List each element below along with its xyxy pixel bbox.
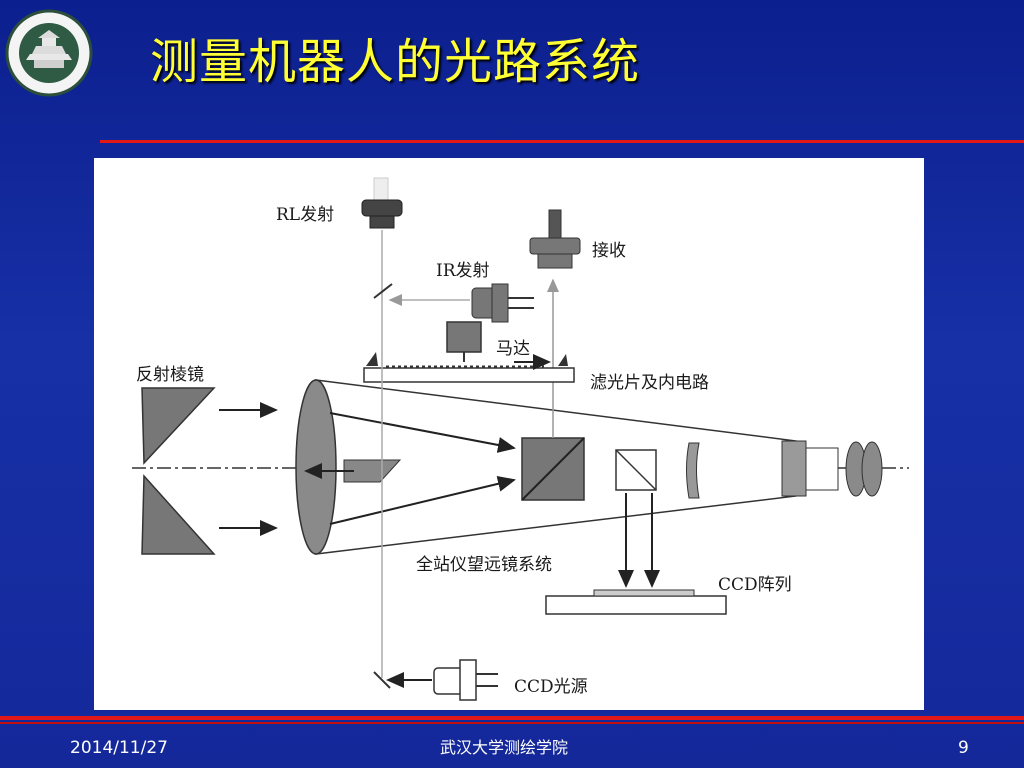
label-motor: 马达 (496, 339, 530, 359)
university-logo (4, 8, 94, 98)
label-ir-emit: IR发射 (436, 261, 490, 281)
label-ccd-array: CCD阵列 (718, 575, 792, 595)
ccd-array (545, 595, 727, 615)
ccd-prism (615, 449, 657, 491)
receiver (529, 209, 581, 269)
label-receive: 接收 (592, 241, 626, 261)
label-ccd-source: CCD光源 (514, 677, 588, 697)
label-filter-circuit: 滤光片及内电路 (590, 373, 709, 393)
ccd-light-source (433, 659, 498, 701)
footer-divider (0, 716, 1024, 720)
ir-emitter (471, 283, 534, 323)
page-number: 9 (958, 738, 969, 758)
beam-splitter (521, 437, 585, 501)
label-reflect-prism: 反射棱镜 (136, 365, 204, 385)
label-telescope: 全站仪望远镜系统 (416, 555, 552, 575)
footer-divider-thin (0, 722, 1024, 724)
reflector-prism (141, 387, 216, 555)
slide-title: 测量机器人的光路系统 (150, 34, 641, 90)
label-rl-emit: RL发射 (276, 205, 335, 225)
footer-date: 2014/11/27 (70, 738, 168, 758)
title-divider (100, 140, 1024, 143)
footer-organization: 武汉大学测绘学院 (440, 738, 569, 757)
optical-path-diagram: RL发射 接收 IR发射 马达 反射棱镜 滤光片及内电路 全站仪望远镜系统 CC… (94, 158, 924, 710)
rl-emitter (361, 177, 403, 229)
motor (446, 321, 482, 353)
filter-plate (363, 352, 575, 383)
